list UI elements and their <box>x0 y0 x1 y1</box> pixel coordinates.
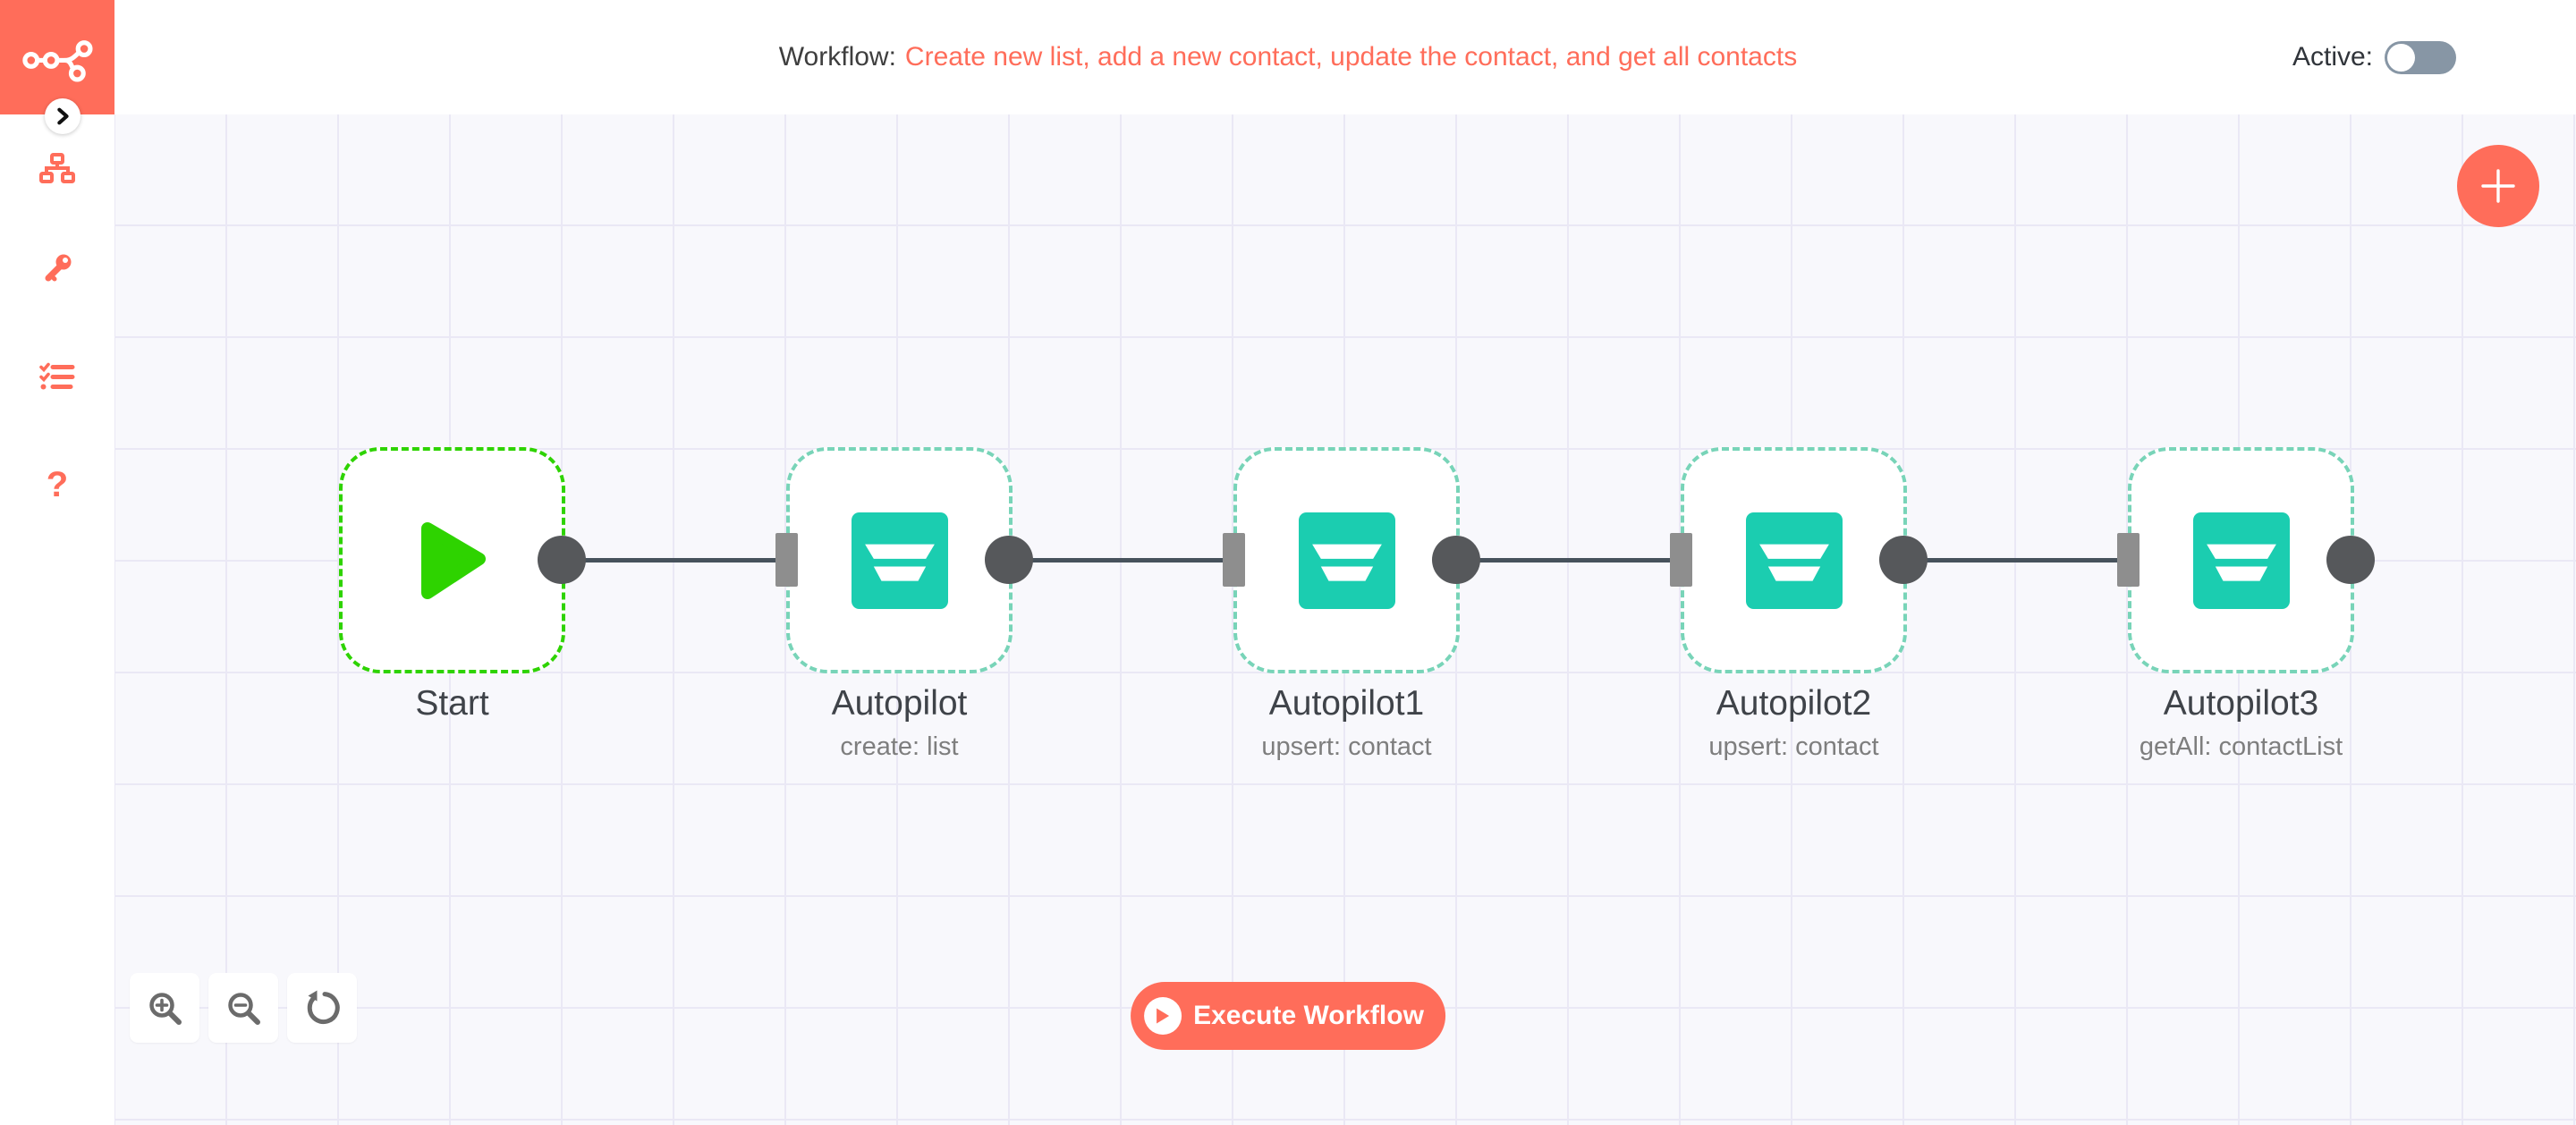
execute-workflow-label: Execute Workflow <box>1193 1001 1424 1030</box>
zoom-in-button[interactable] <box>130 973 199 1043</box>
sidebar-item-help[interactable]: ? <box>39 464 75 504</box>
reset-zoom-button[interactable] <box>287 973 357 1043</box>
node-label: Autopilot2 upsert: contact <box>1517 683 2072 762</box>
node-box[interactable] <box>1681 447 1907 673</box>
autopilot-logo-icon <box>1745 512 1843 609</box>
active-toggle[interactable] <box>2385 40 2456 74</box>
sitemap-icon <box>39 153 75 183</box>
node-box[interactable] <box>2128 447 2354 673</box>
node-output-port[interactable] <box>538 536 586 584</box>
header-bar: Workflow: Create new list, add a new con… <box>0 0 2576 114</box>
autopilot-logo-icon <box>2192 512 2290 609</box>
connection-line <box>562 558 786 562</box>
plus-icon <box>2481 169 2515 203</box>
active-toggle-group: Active: <box>2292 0 2456 114</box>
autopilot-logo-icon <box>1298 512 1395 609</box>
node-box[interactable] <box>1233 447 1460 673</box>
node-output-port[interactable] <box>2326 536 2375 584</box>
node-autopilot: Autopilot create: list <box>775 447 1233 761</box>
checklist-icon <box>39 362 75 390</box>
execute-workflow-button[interactable]: Execute Workflow <box>1131 982 1445 1050</box>
key-icon <box>45 254 72 282</box>
node-input-port[interactable] <box>775 533 798 587</box>
node-label: Start <box>175 683 730 724</box>
workflow-title-name: Create new list, add a new contact, upda… <box>904 42 1798 72</box>
sidebar-item-executions[interactable] <box>39 359 75 395</box>
play-circle-icon <box>1144 997 1182 1035</box>
node-subtitle: create: list <box>840 732 959 761</box>
connection-line <box>1903 558 2128 562</box>
play-triangle-icon <box>420 521 486 599</box>
node-input-port[interactable] <box>1670 533 1692 587</box>
sidebar-item-credentials[interactable] <box>39 250 75 286</box>
sidebar-item-workflows[interactable] <box>39 150 75 186</box>
node-box[interactable] <box>786 447 1013 673</box>
node-title: Autopilot1 <box>1268 684 1425 723</box>
node-title: Autopilot <box>831 684 968 723</box>
workflow-title-label: Workflow: <box>778 42 896 72</box>
zoom-out-button[interactable] <box>208 973 278 1043</box>
node-label: Autopilot1 upsert: contact <box>1070 683 1624 762</box>
node-title: Autopilot3 <box>2163 684 2319 723</box>
node-subtitle: upsert: contact <box>1708 732 1879 761</box>
node-box[interactable] <box>339 447 565 673</box>
node-label: Autopilot3 getAll: contactList <box>1964 683 2519 762</box>
node-autopilot2: Autopilot2 upsert: contact <box>1670 447 2128 761</box>
add-node-button[interactable] <box>2457 145 2539 227</box>
n8n-logo-icon <box>22 40 93 82</box>
sidebar-collapse-button[interactable] <box>45 98 80 134</box>
toggle-knob <box>2387 43 2415 72</box>
node-label: Autopilot create: list <box>623 683 1177 762</box>
node-input-port[interactable] <box>1223 533 1245 587</box>
node-title: Autopilot2 <box>1716 684 1872 723</box>
autopilot-logo-icon <box>851 512 948 609</box>
magnifier-plus-icon <box>149 993 182 1025</box>
app-logo[interactable] <box>0 0 114 114</box>
node-subtitle: upsert: contact <box>1261 732 1432 761</box>
node-output-port[interactable] <box>1879 536 1928 584</box>
node-autopilot1: Autopilot1 upsert: contact <box>1223 447 1681 761</box>
node-output-port[interactable] <box>985 536 1033 584</box>
rotate-left-icon <box>307 990 340 1025</box>
question-mark-icon: ? <box>46 464 69 504</box>
node-input-port[interactable] <box>2117 533 2140 587</box>
connection-line <box>1456 558 1681 562</box>
chevron-right-icon <box>57 107 69 125</box>
zoom-controls <box>130 973 357 1043</box>
workflow-title: Workflow: Create new list, add a new con… <box>0 0 2576 114</box>
node-subtitle: getAll: contactList <box>2139 732 2343 761</box>
node-start: Start <box>339 447 786 723</box>
node-autopilot3: Autopilot3 getAll: contactList <box>2117 447 2375 761</box>
magnifier-minus-icon <box>228 993 260 1025</box>
active-label: Active: <box>2292 42 2373 72</box>
node-title: Start <box>415 684 489 723</box>
node-output-port[interactable] <box>1432 536 1480 584</box>
connection-line <box>1009 558 1233 562</box>
sidebar: ? <box>0 0 114 1125</box>
